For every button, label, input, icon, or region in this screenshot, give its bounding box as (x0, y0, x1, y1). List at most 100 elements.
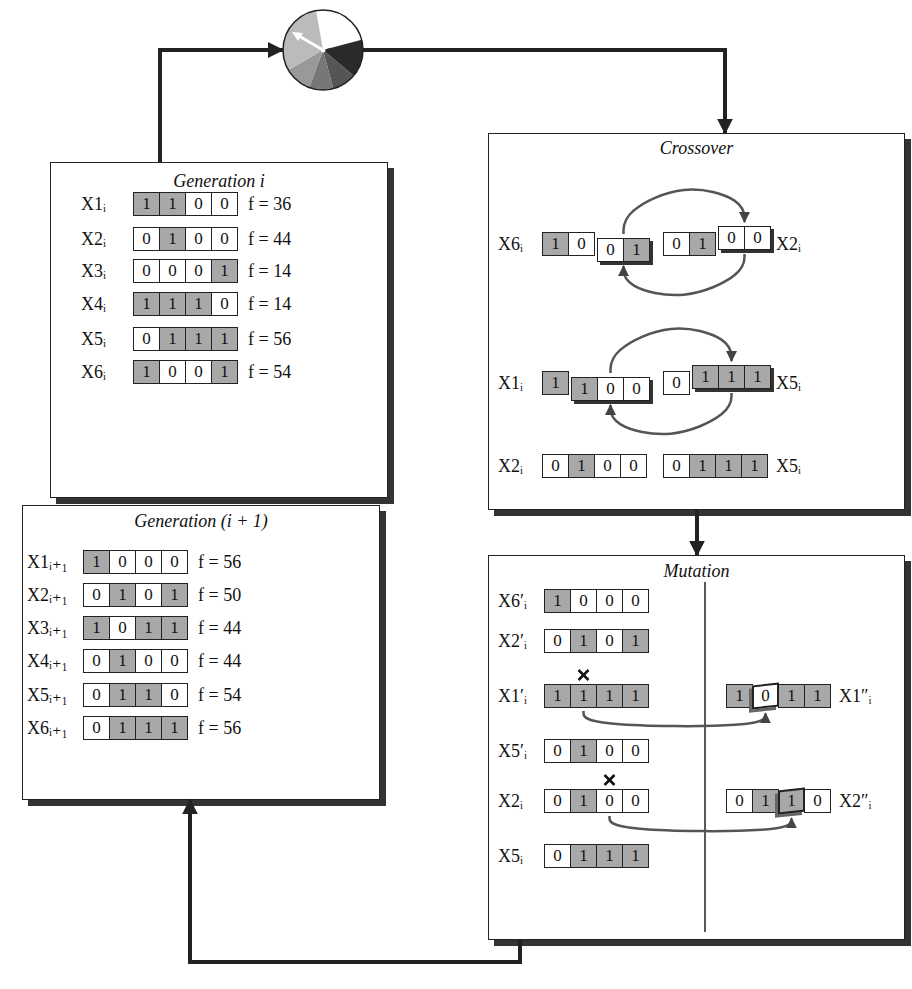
gene-bit: 1 (689, 454, 716, 478)
gene-bit: 1 (109, 583, 136, 607)
chromosome-strip: X6′ᵢ1000 (498, 589, 649, 613)
gene-bit: 1 (744, 365, 771, 389)
chromosome-label: X6ᵢ₊₁ (27, 716, 81, 740)
gene-bit: 1 (570, 789, 597, 813)
gene-bit: 0 (597, 377, 624, 401)
gene-bit: 0 (83, 683, 110, 707)
gene-bit: 1 (161, 583, 188, 607)
gene-bit: 0 (83, 649, 110, 673)
chromosome-label: X5ᵢ (81, 327, 127, 351)
wheel-sector (323, 40, 363, 76)
chromosome-label: X5ᵢ (776, 371, 801, 395)
gene-bit: 0 (161, 550, 188, 574)
fitness-value: f = 50 (198, 583, 241, 607)
wheel-sector (323, 50, 354, 89)
chromosome-label: X2ᵢ (498, 789, 538, 813)
chromosome-strip: 0111X5ᵢ (663, 371, 801, 395)
mutation-cross (605, 775, 615, 785)
chromosome-label: X1′ᵢ (498, 684, 538, 708)
gene-bit: 0 (185, 192, 212, 216)
gene-bit: 0 (622, 789, 649, 813)
gene-bit: 1 (804, 684, 831, 708)
gene-bit: 0 (544, 739, 571, 763)
chromosome-strip: 0111X5ᵢ (663, 454, 801, 478)
gene-bit: 0 (597, 238, 624, 262)
crossover-arrow (624, 254, 745, 295)
chromosome-strip: X2ᵢ0100 (498, 789, 649, 813)
gene-bit: 0 (211, 292, 238, 316)
stage-panel: MutationX6′ᵢ1000X2′ᵢ0101X1′ᵢ11111011X1″ᵢ… (488, 555, 905, 940)
gene-bit: 1 (623, 238, 650, 262)
chromosome-label: X5ᵢ (498, 844, 538, 868)
chromosome-label: X2′ᵢ (498, 629, 538, 653)
gene-bit: 0 (135, 583, 162, 607)
wheel-sector (309, 50, 333, 90)
chromosome-label: X4ᵢ (81, 292, 127, 316)
gene-bit: 1 (159, 192, 186, 216)
chromosome-strip: X5ᵢ0111 (498, 844, 649, 868)
gene-bit: 0 (568, 232, 595, 256)
fitness-value: f = 54 (248, 360, 291, 384)
fitness-value: f = 56 (248, 327, 291, 351)
gene-bit: 1 (135, 716, 162, 740)
gene-bit: 1 (133, 192, 160, 216)
chromosome-label: X5ᵢ₊₁ (27, 683, 81, 707)
chromosome-strip: X1ᵢ₊₁1000f = 56 (27, 550, 241, 574)
chromosome-label: X4ᵢ₊₁ (27, 649, 81, 673)
gene-bit: 0 (133, 327, 160, 351)
wheel-pointer-head (292, 32, 303, 41)
gene-bit: 0 (544, 844, 571, 868)
chromosome-label: X5′ᵢ (498, 739, 538, 763)
gene-bit: 1 (135, 616, 162, 640)
gene-bit: 0 (594, 454, 621, 478)
gene-bit: 1 (622, 629, 649, 653)
chromosome-strip: X6ᵢ₊₁0111f = 56 (27, 716, 241, 740)
chromosome-label: X2″ᵢ (839, 789, 871, 813)
chromosome-strip: 0100X2ᵢ (663, 232, 801, 256)
crossover-arrow (611, 329, 732, 373)
gene-bit: 1 (159, 327, 186, 351)
fitness-value: f = 14 (248, 292, 291, 316)
stage-panel: Generation (i + 1)X1ᵢ₊₁1000f = 56X2ᵢ₊₁01… (22, 505, 380, 800)
gene-bit: 1 (159, 292, 186, 316)
gene-bit: 1 (752, 789, 779, 813)
divider-line (704, 582, 706, 932)
gene-bit: 1 (83, 550, 110, 574)
chromosome-strip: X4ᵢ1110f = 14 (81, 292, 291, 316)
wheel-rim (283, 10, 363, 90)
chromosome-strip: X6ᵢ1001f = 54 (81, 360, 291, 384)
gene-bit: 0 (752, 683, 779, 710)
gene-bit: 0 (83, 583, 110, 607)
chromosome-strip: X5ᵢ₊₁0110f = 54 (27, 683, 241, 707)
gene-bit: 0 (211, 192, 238, 216)
gene-bit: 0 (185, 259, 212, 283)
mutation-cross (579, 670, 589, 680)
chromosome-strip: X1ᵢ1100 (498, 371, 647, 395)
gene-bit: 0 (161, 649, 188, 673)
gene-bit: 1 (718, 365, 745, 389)
gene-bit: 0 (185, 227, 212, 251)
gene-bit: 0 (663, 371, 690, 395)
gene-bit: 0 (804, 789, 831, 813)
gene-bit: 1 (741, 454, 768, 478)
gene-bit: 1 (83, 616, 110, 640)
gene-bit: 0 (744, 226, 771, 250)
panel-title: Crossover (489, 138, 904, 158)
roulette-wheel (268, 10, 363, 90)
gene-bit: 1 (622, 684, 649, 708)
gene-bit: 1 (570, 684, 597, 708)
gene-bit: 0 (544, 629, 571, 653)
chromosome-label: X6ᵢ (81, 360, 127, 384)
gene-bit: 1 (570, 739, 597, 763)
fitness-value: f = 54 (198, 683, 241, 707)
gene-bit: 0 (185, 360, 212, 384)
chromosome-label: X1ᵢ (81, 192, 127, 216)
fitness-value: f = 44 (198, 616, 241, 640)
crossover-arrow (611, 393, 732, 434)
gene-bit: 1 (109, 649, 136, 673)
wheel-hub (321, 48, 326, 53)
chromosome-label: X2ᵢ (81, 227, 127, 251)
